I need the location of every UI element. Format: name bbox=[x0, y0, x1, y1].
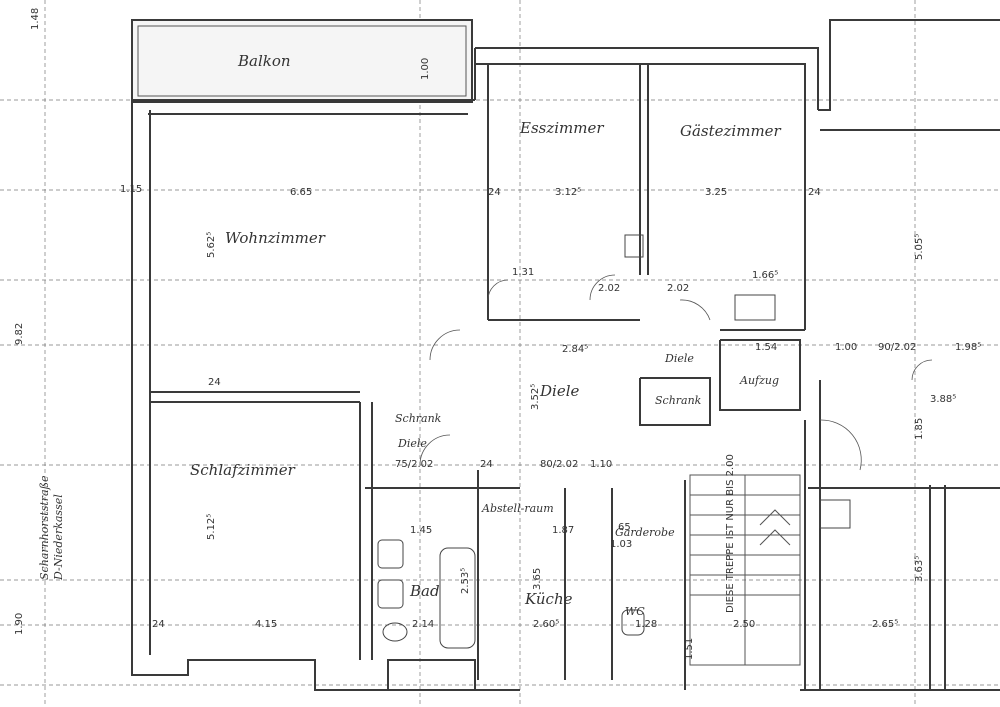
dim-363: 3.63⁵ bbox=[914, 556, 925, 582]
dim-24b: 24 bbox=[808, 187, 821, 198]
dim-24a: 24 bbox=[488, 187, 501, 198]
dim-128: 1.28 bbox=[635, 619, 657, 630]
dim-110: 1.10 bbox=[590, 459, 612, 470]
dim-214: 2.14 bbox=[412, 619, 434, 630]
dim-185: 1.85 bbox=[914, 418, 925, 440]
dim-365: 3.65 bbox=[532, 568, 543, 590]
dim-665: 6.65 bbox=[290, 187, 312, 198]
dim-388: 3.88⁵ bbox=[930, 394, 956, 405]
dim-312: 3.12⁵ bbox=[555, 187, 581, 198]
dim-187: 1.87 bbox=[552, 525, 574, 536]
dim-505: 5.05⁵ bbox=[914, 234, 925, 260]
dim-253: 2.53⁵ bbox=[460, 568, 471, 594]
dim-198: 1.98⁵ bbox=[955, 342, 981, 353]
label-balkon: Balkon bbox=[237, 52, 291, 70]
label-esszimmer: Esszimmer bbox=[519, 119, 604, 137]
label-wc: WC bbox=[625, 605, 645, 618]
label-garderobe: Garderobe bbox=[615, 526, 675, 539]
label-wohnzimmer: Wohnzimmer bbox=[225, 229, 326, 247]
dim-100b: 1.00 bbox=[420, 58, 431, 80]
dim-24e: 24 bbox=[480, 459, 493, 470]
dim-352: 3.52⁵ bbox=[530, 384, 541, 410]
dim-284: 2.84⁵ bbox=[562, 344, 588, 355]
door-swings bbox=[419, 274, 933, 471]
dim-512: 5.12⁵ bbox=[206, 514, 217, 540]
dim-151: 1.51 bbox=[684, 638, 695, 660]
label-diele-left: Diele bbox=[397, 437, 427, 450]
dim-8020: 80/2.02 bbox=[540, 459, 578, 470]
dim-982: 9.82 bbox=[14, 323, 25, 345]
label-schlafzimmer: Schlafzimmer bbox=[190, 461, 296, 479]
dim-202b: 2.02 bbox=[667, 283, 689, 294]
dim-260: 2.60⁵ bbox=[533, 619, 559, 630]
dim-562: 5.62⁵ bbox=[206, 232, 217, 258]
dim-154: 1.54 bbox=[755, 342, 777, 353]
outer-walls bbox=[131, 19, 1000, 691]
dim-65: 65 bbox=[618, 522, 631, 533]
dim-325: 3.25 bbox=[705, 187, 727, 198]
dim-7520: 75/2.02 bbox=[395, 459, 433, 470]
dim-24c: 24 bbox=[208, 377, 221, 388]
dim-250: 2.50 bbox=[733, 619, 755, 630]
label-diele-main: Diele bbox=[539, 382, 579, 400]
label-schrank-left: Schrank bbox=[395, 412, 442, 425]
street-line-2: D-Niederkassel bbox=[52, 494, 65, 581]
dimension-texts: 6.65 3.12⁵ 3.25 1.31 2.02 2.02 1.66⁵ 2.8… bbox=[14, 8, 981, 660]
street-line-1: Scharnhorststraße bbox=[38, 475, 51, 580]
label-abstell: Abstell-raum bbox=[481, 502, 554, 515]
street-label: Scharnhorststraße D-Niederkassel bbox=[38, 475, 65, 581]
dim-131: 1.31 bbox=[512, 267, 534, 278]
label-bad: Bad bbox=[409, 582, 440, 600]
dim-202a: 2.02 bbox=[598, 283, 620, 294]
balkon-outline bbox=[131, 19, 473, 103]
dim-148: 1.48 bbox=[30, 8, 41, 30]
dim-145: 1.45 bbox=[410, 525, 432, 536]
stairs-note: DIESE TREPPE IST NUR BIS 2.00 bbox=[725, 454, 736, 613]
bath-fixtures bbox=[377, 234, 851, 649]
dim-415: 4.15 bbox=[255, 619, 277, 630]
stairs bbox=[689, 474, 801, 666]
dim-265: 2.65⁵ bbox=[872, 619, 898, 630]
dim-24d: 24 bbox=[152, 619, 165, 630]
label-aufzug: Aufzug bbox=[739, 374, 779, 387]
dim-103: 1.03 bbox=[610, 539, 632, 550]
room-labels: Balkon Esszimmer Gästezimmer Wohnzimmer … bbox=[190, 52, 782, 618]
dim-9020: 90/2.02 bbox=[878, 342, 916, 353]
dim-100: 1.00 bbox=[835, 342, 857, 353]
label-diele-small: Diele bbox=[664, 352, 694, 365]
label-kueche: Küche bbox=[524, 590, 573, 608]
dim-190: 1.90 bbox=[14, 613, 25, 635]
dim-166: 1.66⁵ bbox=[752, 270, 778, 281]
label-schrank: Schrank bbox=[655, 394, 702, 407]
dim-115: 1.15 bbox=[120, 184, 142, 195]
label-gaestezimmer: Gästezimmer bbox=[680, 122, 782, 140]
